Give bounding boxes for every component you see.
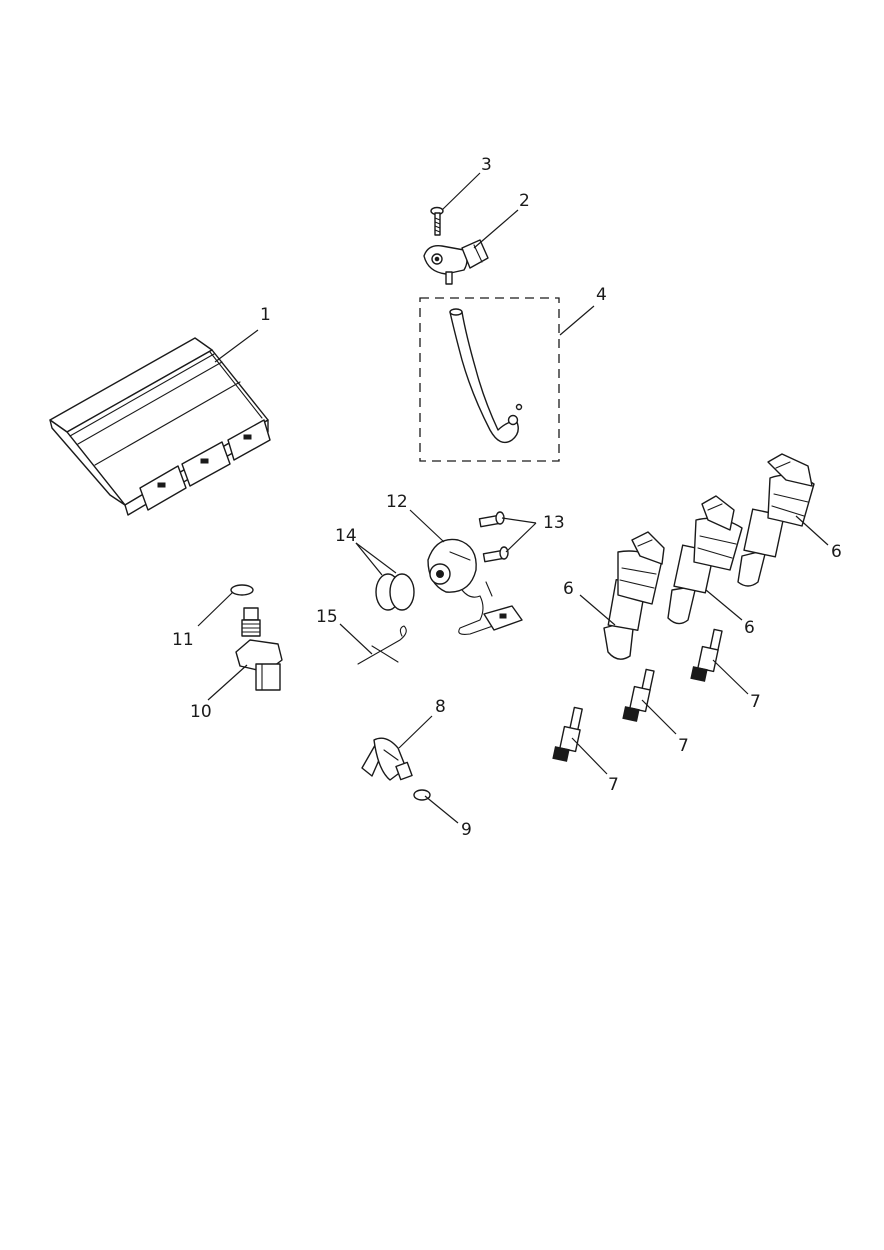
spark-plug-part-a — [552, 706, 583, 762]
vacuum-hose-part — [419, 297, 560, 462]
callout-14: 14 — [335, 526, 357, 546]
callout-7c: 7 — [750, 692, 761, 712]
callout-6b: 6 — [744, 618, 755, 638]
callout-6c: 6 — [831, 542, 842, 562]
leader-7a — [571, 737, 608, 775]
spark-plug-part-c — [690, 628, 723, 682]
ecm-connector-2 — [181, 441, 231, 487]
leader-6a — [579, 594, 616, 626]
callout-1: 1 — [260, 305, 271, 325]
leader-12 — [409, 509, 445, 543]
callout-15: 15 — [316, 607, 338, 627]
screw-part-3 — [430, 206, 444, 236]
leader-13a — [501, 517, 537, 524]
bolt-part-13b — [482, 546, 509, 563]
callout-labels: 1 2 3 4 6 6 6 7 7 7 8 9 10 11 12 13 14 1… — [172, 155, 842, 840]
callout-2: 2 — [519, 191, 530, 211]
callout-8: 8 — [435, 697, 446, 717]
leader-6c — [795, 515, 829, 546]
callout-12: 12 — [386, 492, 408, 512]
callout-7a: 7 — [608, 775, 619, 795]
leader-9 — [424, 795, 459, 824]
leader-8 — [398, 715, 433, 749]
leader-1 — [214, 329, 259, 363]
leader-lines — [197, 172, 829, 824]
leader-6b — [705, 589, 743, 621]
leader-11 — [197, 591, 234, 627]
sensor-assembly-part-12 — [427, 538, 523, 635]
ecm-connector-3 — [227, 419, 271, 461]
leader-15 — [339, 623, 373, 655]
leader-14a — [355, 542, 383, 576]
leader-7b — [641, 699, 677, 735]
callout-9: 9 — [461, 820, 472, 840]
ecm-connector-1 — [139, 465, 187, 511]
callout-13: 13 — [543, 513, 565, 533]
leader-13b — [505, 522, 537, 553]
callout-3: 3 — [481, 155, 492, 175]
bolt-part-13a — [478, 511, 505, 528]
clip-part-15 — [357, 625, 407, 665]
temperature-sensor-part — [235, 607, 283, 691]
callout-6a: 6 — [563, 579, 574, 599]
callout-10: 10 — [190, 702, 212, 722]
callout-7b: 7 — [678, 736, 689, 756]
ignition-coil-part-a — [603, 531, 665, 660]
leader-14b — [355, 542, 397, 574]
ecm-module-part — [49, 337, 271, 516]
leader-3 — [441, 172, 481, 211]
spark-plug-part-b — [622, 668, 655, 722]
leader-4 — [559, 305, 595, 336]
sensor-part-8 — [361, 737, 413, 781]
o-ring-pair-part-14 — [375, 573, 415, 611]
leader-2 — [473, 209, 519, 249]
map-sensor-part — [423, 239, 489, 285]
leader-10 — [207, 664, 248, 701]
o-ring-part-11 — [230, 584, 254, 596]
ignition-coil-part-c — [737, 453, 815, 587]
callout-4: 4 — [596, 285, 607, 305]
callout-11: 11 — [172, 630, 194, 650]
ignition-coil-part-b — [667, 495, 743, 625]
leader-7c — [712, 659, 749, 695]
